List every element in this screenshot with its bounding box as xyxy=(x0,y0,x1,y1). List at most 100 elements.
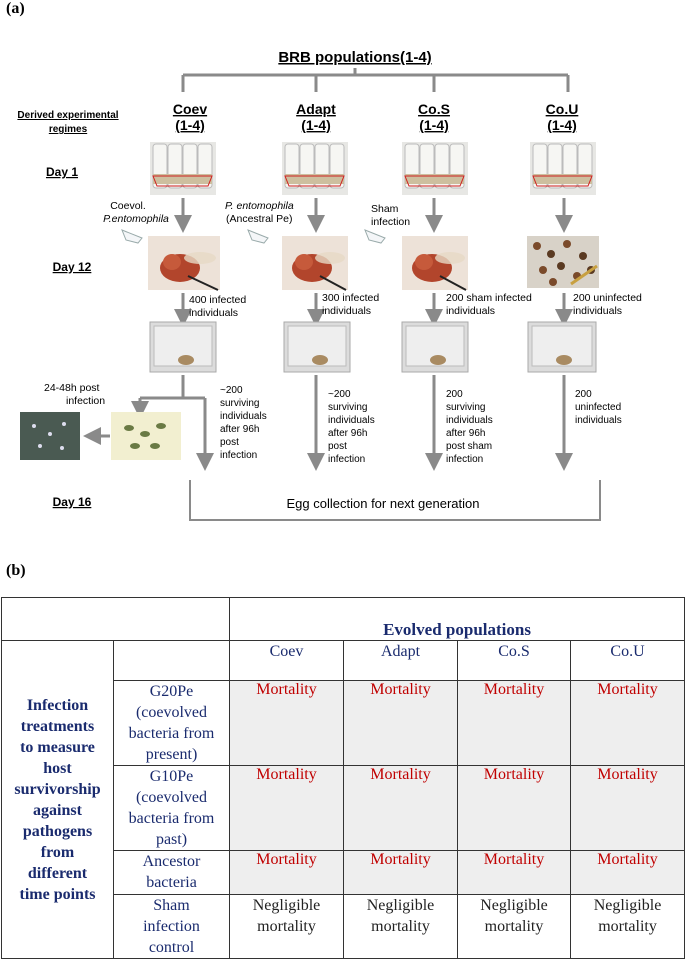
column-header-cos: Co.S xyxy=(457,640,571,681)
cell-mortality: Mortality xyxy=(457,850,571,895)
side-label-cell: Infection treatments to measure host sur… xyxy=(1,640,114,959)
adapt-infection-line1: P. entomophila xyxy=(225,200,294,212)
cell-mortality: Mortality xyxy=(343,765,458,851)
cos-survivor-5: infection xyxy=(446,454,483,465)
vial-photo-adapt xyxy=(282,142,348,195)
cell-mortality: Mortality xyxy=(457,765,571,851)
row-head-g10pe: G10Pe (coevolved bacteria from past) xyxy=(113,765,230,851)
survivor-texts: ~200 surviving individuals after 96h pos… xyxy=(220,385,622,465)
post-infection-branch xyxy=(83,375,214,471)
adapt-survivor-0: ~200 xyxy=(328,389,351,400)
adapt-survivor-3: after 96h xyxy=(328,428,367,439)
evolved-populations-title: Evolved populations xyxy=(383,620,531,639)
infection-treatment-table: Evolved populations Infection treatments… xyxy=(1,597,685,959)
regime-coev-sub: (1-4) xyxy=(175,117,205,133)
coev-survivor-2: individuals xyxy=(220,411,267,422)
side-label-line: time points xyxy=(19,885,96,903)
day1-label: Day 1 xyxy=(46,165,78,179)
adapt-individuals-line2: individuals xyxy=(322,305,371,317)
side-label-line: host xyxy=(43,759,72,777)
cell-mortality: Mortality xyxy=(343,850,458,895)
coev-infection-line2: P.entomophila xyxy=(103,213,169,225)
larvae-photo xyxy=(111,412,181,460)
cell-mortality: Mortality xyxy=(569,765,685,851)
side-label-line: from xyxy=(40,843,75,861)
regime-adapt-name: Adapt xyxy=(296,101,336,117)
cos-individuals-line1: 200 sham infected xyxy=(446,292,532,304)
adapt-individuals-line1: 300 infected xyxy=(322,292,379,304)
column-header-cou: Co.U xyxy=(569,640,685,681)
pipette-icon-cos xyxy=(364,229,386,244)
coev-survivor-1: surviving xyxy=(220,398,259,409)
cos-survivor-3: after 96h xyxy=(446,428,485,439)
cell-mortality: Mortality xyxy=(229,765,344,851)
column-header-adapt: Adapt xyxy=(343,640,458,681)
fly-photo-cou xyxy=(527,236,599,288)
cos-survivor-0: 200 xyxy=(446,389,463,400)
panel-a-label: (a) xyxy=(6,0,25,17)
tree-connectors xyxy=(181,68,570,92)
cage-photo-coev xyxy=(149,321,217,373)
coev-survivor-3: after 96h xyxy=(220,424,259,435)
vial-photo-cou xyxy=(530,142,596,195)
cos-survivor-4: post sham xyxy=(446,441,492,452)
coev-survivor-0: ~200 xyxy=(220,385,243,396)
cell-mortality: Mortality xyxy=(569,850,685,895)
cos-individuals-line2: individuals xyxy=(446,305,495,317)
arrows-day1 xyxy=(174,198,573,233)
cos-infection-line1: Sham xyxy=(371,203,399,215)
vial-photo-cos xyxy=(402,142,468,195)
side-label-line: Infection xyxy=(26,696,89,714)
regime-coev-name: Coev xyxy=(173,101,207,117)
cell-mortality: Mortality xyxy=(229,680,344,766)
side-label-line: survivorship xyxy=(14,780,101,798)
arrows-day12 xyxy=(174,293,573,327)
pipette-icon-coev xyxy=(121,229,143,244)
adapt-survivor-5: infection xyxy=(328,454,365,465)
row-head-sham: Sham infection control xyxy=(113,894,230,959)
vial-photos xyxy=(150,142,596,195)
fly-photo-coev xyxy=(148,236,220,291)
cage-photo-adapt xyxy=(283,321,351,373)
adapt-survivor-1: surviving xyxy=(328,402,367,413)
pipette-icon-adapt xyxy=(247,229,269,244)
post-infection-line1: 24-48h post xyxy=(44,382,100,394)
fly-photo-cos xyxy=(402,236,468,291)
cos-survivor-1: surviving xyxy=(446,402,485,413)
regime-adapt-sub: (1-4) xyxy=(301,117,331,133)
side-label-line: to measure xyxy=(20,738,95,756)
pipette-icons xyxy=(121,229,386,244)
table-corner-cell xyxy=(1,597,230,641)
panel-b-label: (b) xyxy=(6,562,26,579)
cos-infection-line2: infection xyxy=(371,216,410,228)
cou-individuals-line2: individuals xyxy=(573,305,622,317)
cell-mortality: Mortality xyxy=(343,680,458,766)
coev-individuals-line2: individuals xyxy=(189,307,238,319)
cos-survivor-2: individuals xyxy=(446,415,493,426)
side-label-line: treatments xyxy=(20,717,95,735)
coev-individuals-line1: 400 infected xyxy=(189,294,246,306)
root-title: BRB populations(1-4) xyxy=(278,49,431,66)
side-label-line: pathogens xyxy=(22,822,93,840)
day12-label: Day 12 xyxy=(53,260,92,274)
adapt-survivor-4: post xyxy=(328,441,347,452)
side-label-line: against xyxy=(33,801,82,819)
cell-mortality: Mortality xyxy=(457,680,571,766)
cell-mortality: Mortality xyxy=(569,680,685,766)
row-head-g20pe: G20Pe (coevolved bacteria from present) xyxy=(113,680,230,766)
adapt-survivor-2: individuals xyxy=(328,415,375,426)
post-infection-line2: infection xyxy=(66,395,105,407)
egg-collection-label: Egg collection for next generation xyxy=(287,496,480,511)
derived-label-line1: Derived experimental xyxy=(17,110,118,121)
cage-photos xyxy=(149,321,597,373)
coev-survivor-5: infection xyxy=(220,450,257,461)
cou-survivor-2: individuals xyxy=(575,415,622,426)
regime-cou-name: Co.U xyxy=(546,101,579,117)
arrows-survivors xyxy=(307,375,573,471)
plate-photo xyxy=(20,412,80,460)
cou-individuals-line1: 200 uninfected xyxy=(573,292,642,304)
fly-photos xyxy=(148,236,599,291)
side-label-line: different xyxy=(27,864,88,882)
cou-survivor-1: uninfected xyxy=(575,402,621,413)
cage-photo-cou xyxy=(527,321,597,373)
